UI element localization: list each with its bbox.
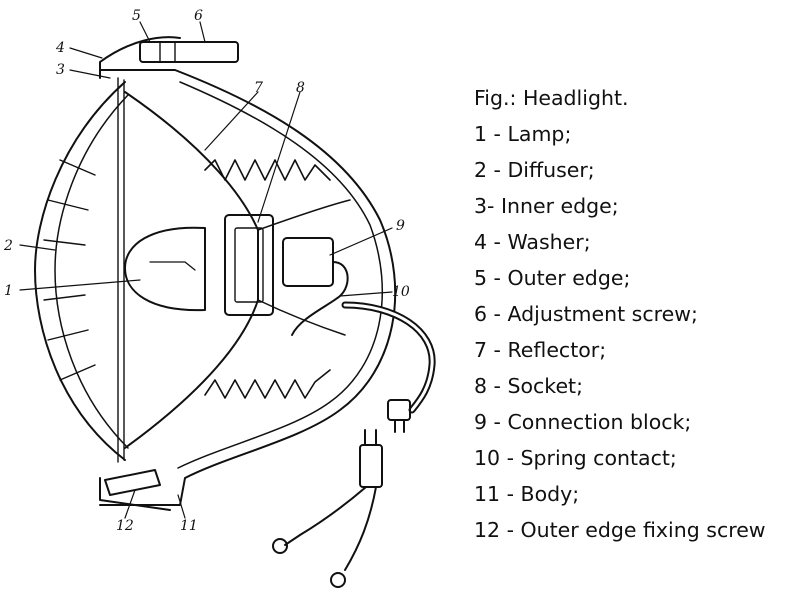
lamp-bulb [124, 226, 206, 312]
figure-caption: Fig.: Headlight. [474, 86, 629, 110]
legend-item-inner-edge: 3- Inner edge; [474, 194, 619, 218]
body-inner-line [177, 81, 384, 469]
ring-terminal-1 [272, 538, 288, 554]
callout-4: 4 [55, 40, 65, 56]
callout-12: 12 [116, 518, 134, 534]
legend-item-body: 11 - Body; [474, 482, 580, 506]
legend-item-lamp: 1 - Lamp; [474, 122, 572, 146]
diffuser-lens [34, 81, 126, 461]
socket [224, 214, 274, 316]
legend-item-connection-block: 9 - Connection block; [474, 410, 692, 434]
callout-9: 9 [396, 218, 405, 234]
callout-8: 8 [296, 80, 305, 96]
callout-6: 6 [194, 8, 203, 24]
callout-1: 1 [4, 283, 13, 299]
reflector-back [257, 199, 351, 336]
legend-item-spring-contact: 10 - Spring contact; [474, 446, 677, 470]
legend-item-adjustment-screw: 6 - Adjustment screw; [474, 302, 698, 326]
callout-7: 7 [254, 80, 263, 96]
outer-edge-rim [99, 36, 181, 511]
callout-5: 5 [132, 8, 141, 24]
callout-11: 11 [180, 518, 198, 534]
inner-edge-ring [117, 77, 125, 463]
lead-wire-2 [344, 486, 377, 571]
callout-10: 10 [392, 284, 410, 300]
reflector [124, 91, 259, 449]
legend-item-fixing-screw: 12 - Outer edge fixing screw [474, 518, 766, 542]
leader-lines [19, 21, 393, 519]
legend-item-diffuser: 2 - Diffuser; [474, 158, 595, 182]
upper-spring [204, 159, 331, 181]
ring-terminal-2 [330, 572, 346, 588]
lower-spring [204, 369, 331, 399]
plug [359, 444, 383, 488]
spring-contact [291, 261, 349, 336]
connection-block [282, 237, 334, 287]
headlight-diagram: 1 2 3 4 5 6 7 8 9 10 11 12 [3, 8, 436, 588]
legend-item-socket: 8 - Socket; [474, 374, 583, 398]
lead-wire-1 [284, 486, 367, 546]
callout-2: 2 [3, 238, 13, 254]
diffuser-inner [54, 94, 129, 449]
figure-legend: Fig.: Headlight. 1 - Lamp; 2 - Diffuser;… [474, 80, 766, 548]
fixing-screw [104, 469, 161, 496]
callout-3: 3 [56, 62, 65, 78]
legend-item-reflector: 7 - Reflector; [474, 338, 607, 362]
legend-item-outer-edge: 5 - Outer edge; [474, 266, 631, 290]
legend-item-washer: 4 - Washer; [474, 230, 591, 254]
adjustment-screw [139, 41, 239, 63]
